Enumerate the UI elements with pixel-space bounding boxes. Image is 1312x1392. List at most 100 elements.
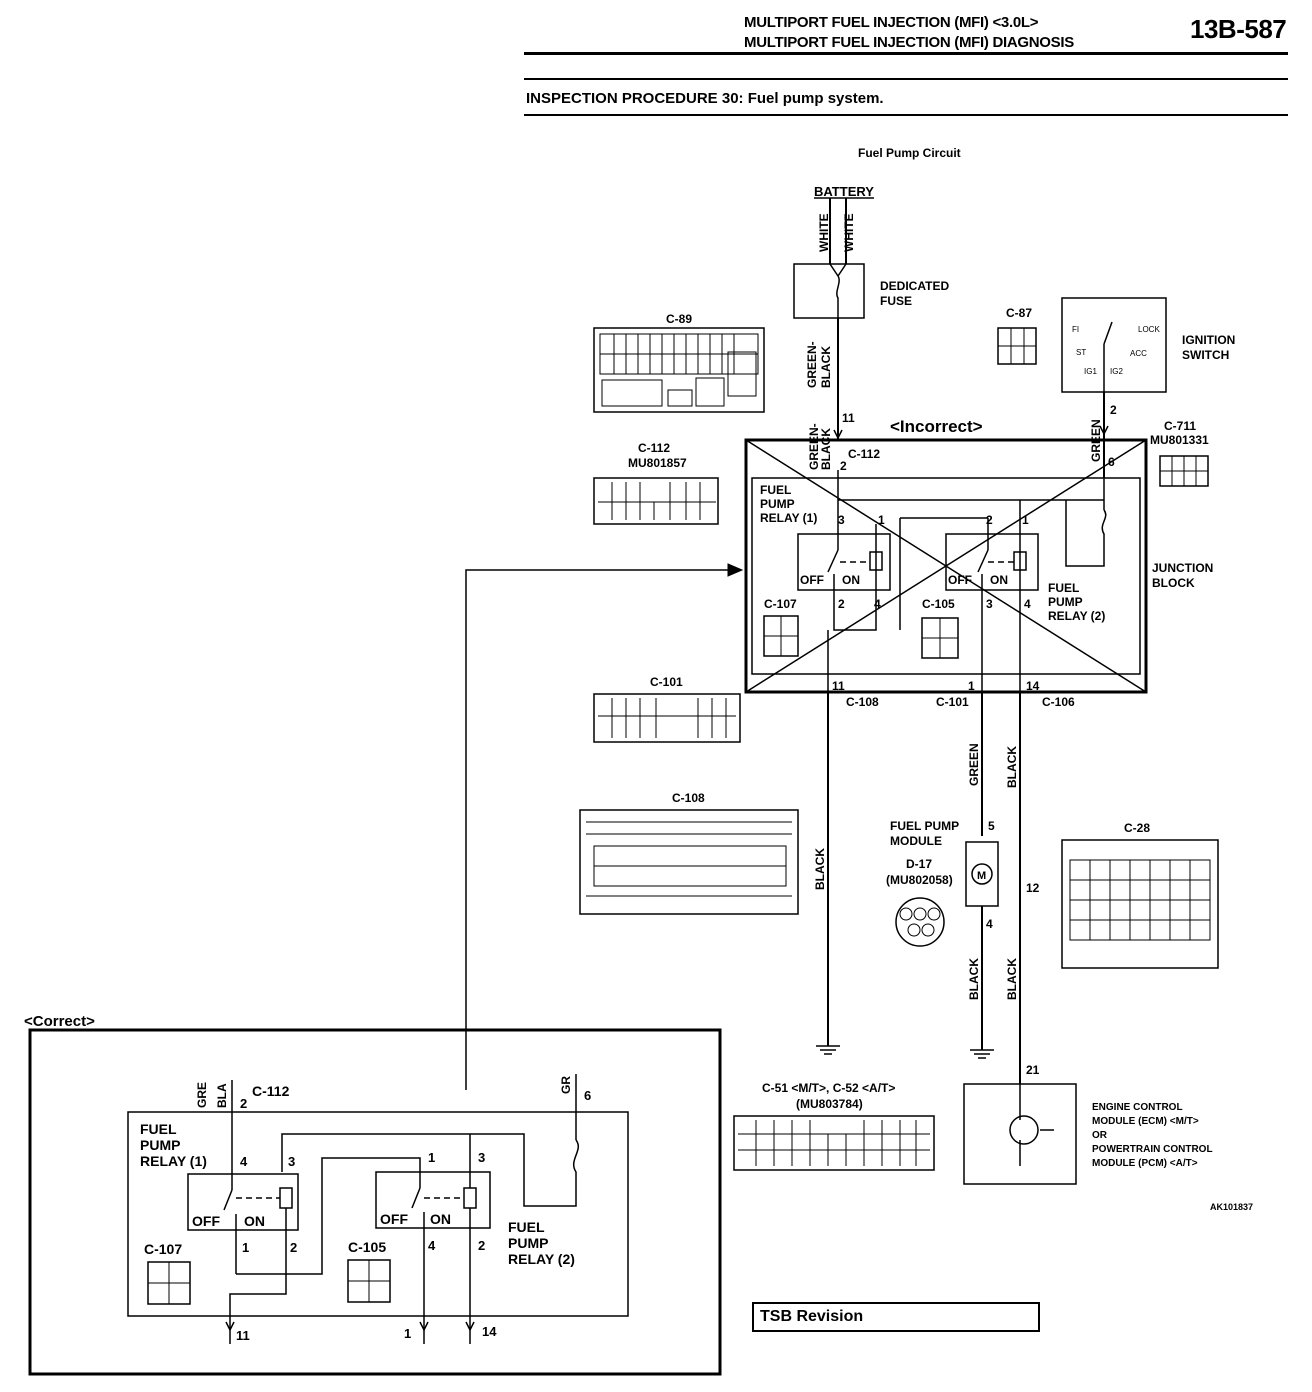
header-rule-mid — [524, 78, 1288, 80]
fuel-pump-module-label-1: FUEL PUMP — [890, 819, 959, 833]
svg-text:12: 12 — [1026, 881, 1040, 895]
ecm-label-1: ENGINE CONTROL — [1092, 1102, 1183, 1113]
svg-text:2: 2 — [478, 1238, 485, 1253]
svg-text:M: M — [977, 870, 986, 882]
circuit-title: Fuel Pump Circuit — [858, 146, 961, 160]
fuse-element — [829, 263, 840, 318]
svg-text:OFF: OFF — [948, 573, 972, 587]
figure-code: AK101837 — [1210, 1202, 1254, 1212]
svg-text:PUMP: PUMP — [508, 1235, 548, 1251]
wire-green-black-label-3: GREEN- — [807, 423, 821, 470]
c108-label-mid: C-108 — [846, 695, 879, 709]
svg-text:RELAY (2): RELAY (2) — [1048, 609, 1105, 623]
svg-text:BLACK: BLACK — [813, 848, 827, 890]
header-title-line2: MULTIPORT FUEL INJECTION (MFI) DIAGNOSIS — [744, 34, 1074, 51]
junction-block-label-1: JUNCTION — [1152, 561, 1213, 575]
ignition-switch-label-1: IGNITION — [1182, 333, 1235, 347]
c112-part: MU801857 — [628, 456, 687, 470]
svg-text:LOCK: LOCK — [1138, 325, 1160, 334]
svg-text:ON: ON — [430, 1211, 451, 1227]
svg-text:GR: GR — [559, 1076, 573, 1094]
wire-green-black-label-2: BLACK — [819, 346, 833, 388]
svg-text:1: 1 — [968, 679, 975, 693]
pin-2-ign: 2 — [1110, 403, 1117, 417]
svg-text:14: 14 — [482, 1324, 497, 1339]
svg-text:4: 4 — [986, 917, 993, 931]
svg-text:1: 1 — [1022, 513, 1029, 527]
c711-part: MU801331 — [1150, 433, 1209, 447]
c105-label-cor: C-105 — [348, 1239, 386, 1255]
dedicated-fuse-box — [793, 263, 865, 319]
svg-text:4: 4 — [1024, 597, 1031, 611]
incorrect-label: <Incorrect> — [890, 417, 983, 436]
fuel-pump-module-label-2: MODULE — [890, 834, 942, 848]
svg-text:3: 3 — [478, 1150, 485, 1165]
svg-text:4: 4 — [428, 1238, 436, 1253]
c89-connector — [593, 327, 765, 413]
c105-label-inc: C-105 — [922, 597, 955, 611]
header-rule-top — [524, 52, 1288, 55]
junction-block-incorrect — [744, 438, 1148, 694]
svg-text:ST: ST — [1076, 348, 1086, 357]
c101-label: C-101 — [650, 675, 683, 689]
svg-text:FUEL: FUEL — [760, 483, 791, 497]
svg-text:PUMP: PUMP — [140, 1137, 180, 1153]
svg-text:6: 6 — [584, 1088, 591, 1103]
c108-label: C-108 — [672, 791, 705, 805]
c51-part: (MU803784) — [796, 1097, 863, 1111]
svg-text:FUEL: FUEL — [140, 1121, 177, 1137]
svg-text:11: 11 — [832, 679, 845, 693]
svg-text:2: 2 — [986, 513, 993, 527]
c87-label: C-87 — [1006, 306, 1032, 320]
svg-text:ON: ON — [244, 1213, 265, 1229]
svg-text:1: 1 — [878, 513, 885, 527]
wire-white-label-1: WHITE — [817, 213, 831, 252]
tsb-revision-label: TSB Revision — [760, 1308, 864, 1325]
svg-text:1: 1 — [242, 1240, 249, 1255]
c51-connector — [733, 1115, 935, 1171]
svg-text:OFF: OFF — [380, 1211, 408, 1227]
svg-text:RELAY (2): RELAY (2) — [508, 1251, 575, 1267]
c106-label-mid: C-106 — [1042, 695, 1075, 709]
c89-label: C-89 — [666, 312, 692, 326]
c51-label: C-51 <M/T>, C-52 <A/T> — [762, 1081, 895, 1095]
fuel-pump-motor-icon — [971, 863, 993, 885]
procedure-title: INSPECTION PROCEDURE 30: Fuel pump syste… — [526, 90, 884, 107]
svg-text:GREEN: GREEN — [967, 743, 981, 786]
svg-text:3: 3 — [838, 513, 845, 527]
svg-text:PUMP: PUMP — [760, 497, 795, 511]
svg-text:2: 2 — [838, 597, 845, 611]
dedicated-fuse-label-2: FUSE — [880, 294, 912, 308]
wire-white-label-2: WHITE — [842, 213, 856, 252]
svg-text:ON: ON — [842, 573, 860, 587]
c107-label-cor: C-107 — [144, 1241, 182, 1257]
c112-top-label: C-112 — [848, 447, 880, 461]
svg-text:5: 5 — [988, 819, 995, 833]
svg-text:IG2: IG2 — [1110, 367, 1123, 376]
svg-text:PUMP: PUMP — [1048, 595, 1083, 609]
svg-text:BLA: BLA — [215, 1083, 229, 1108]
page-number: 13B-587 — [1190, 14, 1287, 44]
svg-text:IG1: IG1 — [1084, 367, 1097, 376]
junction-block-label-2: BLOCK — [1152, 576, 1195, 590]
svg-text:14: 14 — [1026, 679, 1040, 693]
procedure-rule — [524, 114, 1288, 116]
d17-part: (MU802058) — [886, 873, 953, 887]
svg-text:2: 2 — [290, 1240, 297, 1255]
correct-box — [28, 1028, 722, 1376]
svg-text:FI: FI — [1072, 325, 1079, 334]
svg-text:OFF: OFF — [800, 573, 824, 587]
svg-text:FUEL: FUEL — [508, 1219, 545, 1235]
pointer-arrow — [465, 569, 740, 1090]
svg-text:GRE: GRE — [195, 1082, 209, 1108]
c112-label: C-112 — [638, 441, 670, 455]
svg-text:1: 1 — [428, 1150, 435, 1165]
c28-label: C-28 — [1124, 821, 1150, 835]
svg-text:ACC: ACC — [1130, 349, 1147, 358]
svg-text:FUEL: FUEL — [1048, 581, 1079, 595]
svg-text:4: 4 — [874, 597, 881, 611]
c107-label-inc: C-107 — [764, 597, 797, 611]
tsb-revision-box: TSB Revision — [752, 1302, 1040, 1332]
pin-11-top: 11 — [842, 411, 855, 425]
